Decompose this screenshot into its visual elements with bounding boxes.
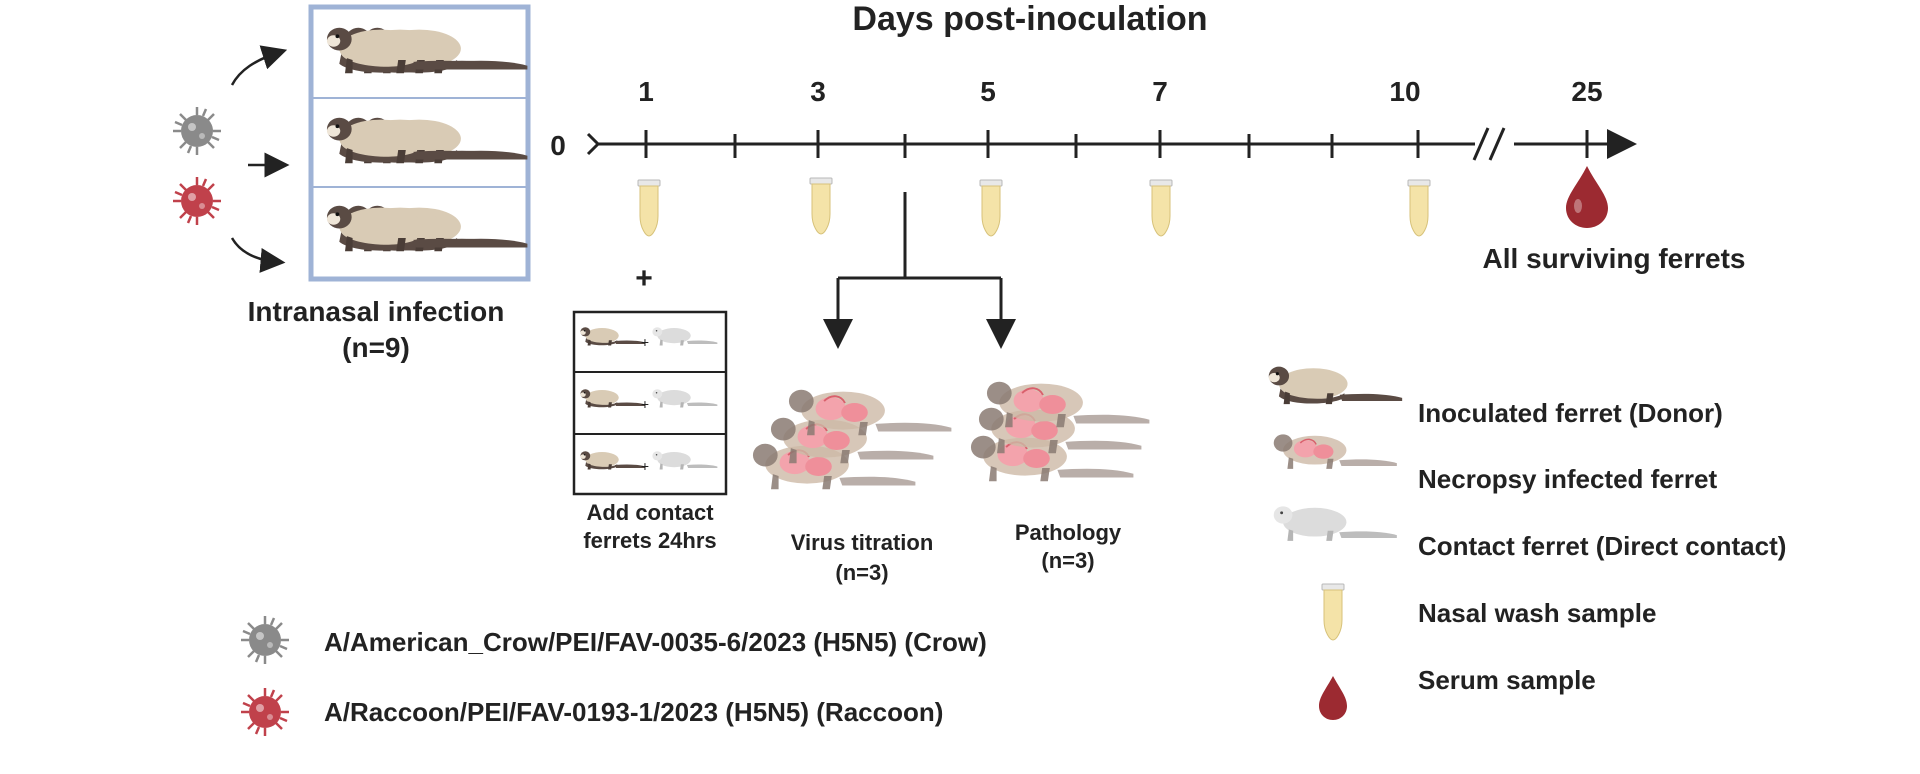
contact-plus-sign: +	[635, 262, 653, 295]
infection-count: (n=9)	[342, 332, 410, 363]
contact-label-line2: ferrets 24hrs	[583, 528, 717, 553]
crow-virus-icon	[239, 614, 291, 666]
contact-pair-plus: +	[640, 458, 650, 474]
serum-label: All surviving ferrets	[1482, 243, 1746, 274]
timeline-origin-label: 0	[550, 130, 566, 161]
virus-titration-count: (n=3)	[835, 560, 889, 585]
pathology-count: (n=3)	[1041, 548, 1095, 573]
day-label-25: 25	[1571, 76, 1603, 107]
strain-raccoon-label: A/Raccoon/PEI/FAV-0193-1/2023 (H5N5) (Ra…	[324, 697, 944, 727]
arrow-top	[230, 45, 288, 86]
timeline-axis	[586, 127, 1637, 161]
crow-virus-icon	[171, 105, 223, 157]
contact-label-line1: Add contact	[586, 500, 714, 525]
contact-ferret-icon	[1273, 506, 1397, 541]
necropsy-ferret-icon	[1272, 433, 1398, 470]
arrow-bottom	[230, 237, 286, 273]
necropsy-branch	[823, 192, 1016, 349]
tube-icon	[1321, 583, 1345, 641]
contact-ferrets-box	[572, 310, 728, 496]
timeline-title: Days post-inoculation	[852, 0, 1208, 38]
legend-inoculated-label: Inoculated ferret (Donor)	[1418, 398, 1723, 428]
infection-label: Intranasal infection	[247, 296, 505, 327]
contact-pair-plus: +	[640, 396, 650, 412]
day-label-1: 1	[638, 76, 654, 107]
legend-contact-label: Contact ferret (Direct contact)	[1418, 531, 1787, 561]
tube-icon	[637, 179, 661, 237]
day-label-5: 5	[980, 76, 996, 107]
pathology-label: Pathology	[1014, 520, 1122, 545]
tube-icon	[979, 179, 1003, 237]
day-label-10: 10	[1389, 76, 1421, 107]
inoculated-ferrets-box	[308, 4, 531, 282]
day-label-7: 7	[1152, 76, 1168, 107]
strain-crow-label: A/American_Crow/PEI/FAV-0035-6/2023 (H5N…	[324, 627, 987, 657]
blood-drop-icon	[1566, 166, 1608, 228]
day-label-3: 3	[810, 76, 826, 107]
raccoon-virus-icon	[239, 686, 291, 738]
inoculated-ferret-icon	[1268, 366, 1403, 405]
blood-drop-icon	[1319, 676, 1347, 720]
legend-necropsy-label: Necropsy infected ferret	[1418, 464, 1718, 494]
tube-icon	[1149, 179, 1173, 237]
raccoon-virus-icon	[171, 175, 223, 227]
tube-icon	[1407, 179, 1431, 237]
virus-titration-ferrets	[752, 388, 953, 491]
pathology-ferrets	[970, 380, 1151, 483]
legend-serum-label: Serum sample	[1418, 665, 1596, 695]
legend-nasal-wash-label: Nasal wash sample	[1418, 598, 1657, 628]
contact-pair-plus: +	[640, 334, 650, 350]
virus-titration-label: Virus titration	[790, 530, 934, 555]
tube-icon	[809, 177, 833, 235]
